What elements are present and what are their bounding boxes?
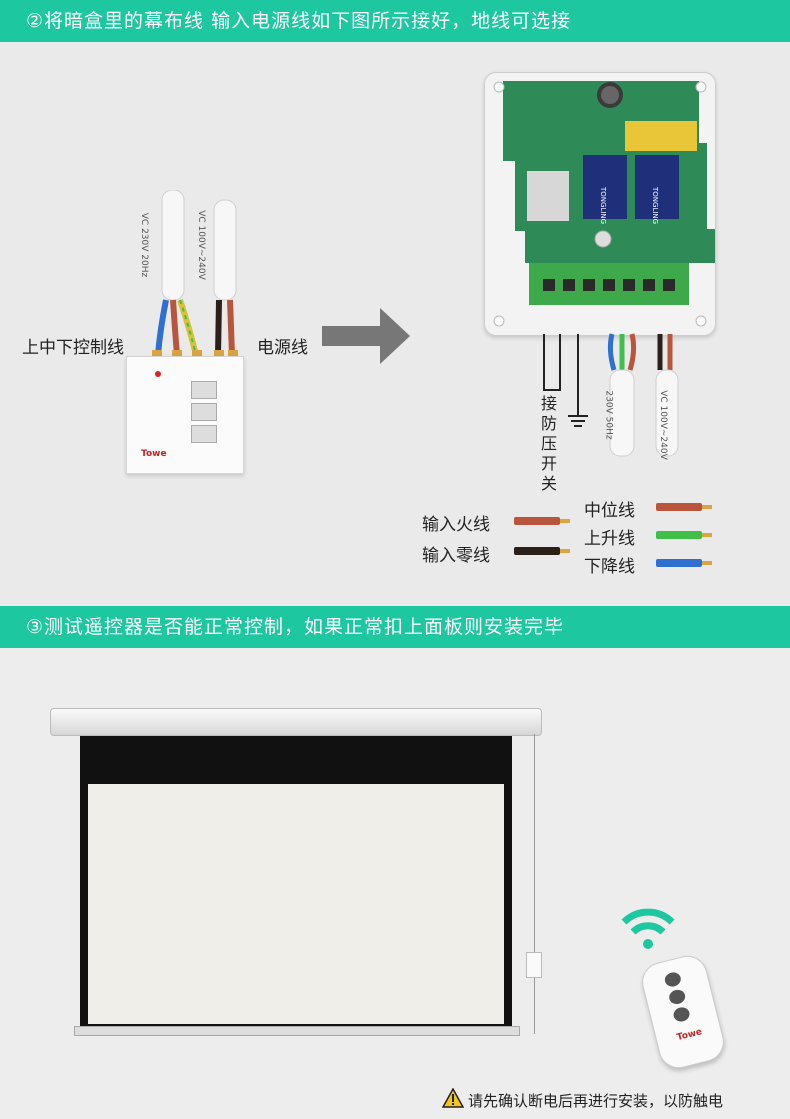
wifi-signal-icon [621, 908, 675, 949]
switch-panel: Towe [126, 356, 244, 474]
relay-text-a: TONGLING [599, 186, 607, 224]
switch-brand-logo: Towe [141, 449, 167, 459]
board-output-wires [543, 333, 679, 457]
banner-wiring: ②将暗盒里的幕布线 输入电源线如下图所示接好，地线可选接 [0, 0, 790, 42]
cable-left-text: VC 230V 20Hz [139, 212, 150, 278]
legend-down-label: 下降线 [584, 557, 635, 577]
legend-live-label: 输入火线 [422, 515, 490, 535]
arrow-right-icon [322, 308, 410, 364]
warning-icon [442, 1088, 464, 1108]
pull-cord [534, 734, 535, 1034]
up-button[interactable] [191, 381, 217, 399]
indicator-led [155, 371, 161, 377]
legend-neutral-swatch [514, 547, 570, 555]
cable-b-text: VC 100V~240V [657, 390, 668, 460]
cord-switch [526, 952, 542, 978]
legend-middle-swatch [656, 503, 712, 511]
receiver-board: TONGLING TONGLING [484, 72, 716, 336]
cable-a-text: 230V 50Hz [603, 390, 614, 440]
remote-brand-logo: Towe [675, 1027, 704, 1044]
legend-middle-label: 中位线 [584, 501, 635, 521]
remote-down-button[interactable] [672, 1005, 691, 1024]
banner-testing: ③测试遥控器是否能正常控制，如果正常扣上面板则安装完毕 [0, 606, 790, 648]
legend-down-swatch [656, 559, 712, 567]
legend-neutral-label: 输入零线 [422, 546, 490, 566]
switch-panel-assembly: VC 230V 20Hz VC 100V~240V [120, 189, 260, 480]
legend-up-label: 上升线 [584, 529, 635, 549]
pressure-switch-label: 接防压开关 [541, 394, 558, 493]
legend-up-swatch [656, 531, 712, 539]
screen-fabric [88, 784, 504, 1024]
projector-screen [50, 708, 542, 1038]
warning-text: 请先确认断电后再进行安装，以防触电 [468, 1092, 724, 1110]
stop-button[interactable] [191, 403, 217, 421]
legend-live-swatch [514, 517, 570, 525]
remote-stop-button[interactable] [667, 988, 687, 1006]
down-button[interactable] [191, 425, 217, 443]
screen-bottom-bar [74, 1026, 520, 1036]
power-wire-label: 电源线 [257, 338, 308, 358]
remote-up-button[interactable] [663, 970, 683, 989]
screen-case [50, 708, 542, 736]
relay-text-b: TONGLING [651, 186, 659, 224]
control-wire-label: 上中下控制线 [22, 338, 124, 358]
cable-right-text: VC 100V~240V [195, 210, 206, 280]
